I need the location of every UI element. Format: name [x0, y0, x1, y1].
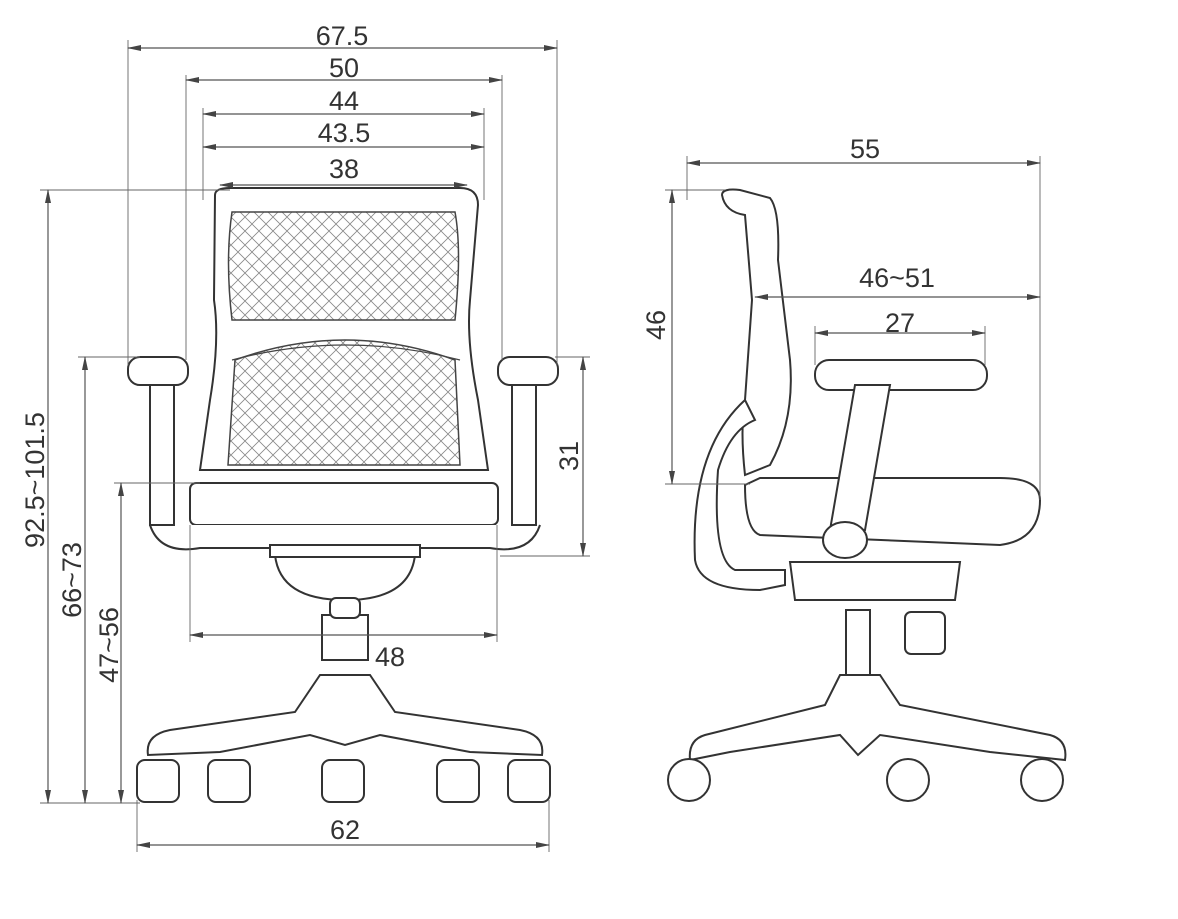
side-gas-lift: [845, 609, 871, 681]
dimension-lines: [40, 40, 1041, 852]
side-tilt-knob: [904, 611, 946, 655]
label-seat-height: 47~56: [94, 607, 124, 683]
label-armrest-height: 66~73: [57, 542, 87, 618]
front-backrest-mesh: [227, 211, 460, 321]
side-seat: [743, 477, 1042, 547]
front-left-armrest-post: [149, 384, 175, 526]
label-base-diameter: 62: [330, 815, 360, 845]
front-view-chair: [127, 187, 559, 803]
label-seat-width: 48: [375, 642, 405, 672]
side-base: [688, 674, 1067, 762]
label-armrest-to-seat: 31: [554, 441, 584, 471]
front-right-armrest-pad: [497, 356, 559, 386]
side-armrest-pad: [814, 359, 988, 391]
front-gas-lift: [321, 614, 369, 661]
front-left-armrest-pad: [127, 356, 189, 386]
side-mechanism: [788, 561, 962, 601]
label-backrest-height: 46: [641, 310, 671, 340]
side-view-chair: [667, 188, 1067, 802]
front-right-armrest-post: [511, 384, 537, 526]
label-backrest-inner-width: 43.5: [318, 118, 371, 148]
label-armrest-width: 50: [329, 53, 359, 83]
label-overall-width: 67.5: [316, 21, 369, 51]
label-armrest-length: 27: [885, 308, 915, 338]
front-mechanism: [273, 554, 417, 602]
label-overall-height: 92.5~101.5: [20, 412, 50, 548]
dimension-labels: 67.5 50 44 43.5 38 92.5~101.5 66~73 47~5…: [20, 21, 935, 845]
label-backrest-width: 44: [329, 86, 359, 116]
front-base: [146, 674, 544, 757]
label-seat-depth: 46~51: [859, 263, 935, 293]
label-overall-depth: 55: [850, 134, 880, 164]
label-mesh-width: 38: [329, 154, 359, 184]
front-seat: [189, 482, 499, 526]
front-lumbar-mesh: [227, 339, 461, 466]
side-casters: [667, 758, 1064, 802]
side-frame: [693, 398, 786, 592]
front-casters: [136, 759, 551, 803]
side-armrest-post: [828, 384, 892, 531]
side-backrest: [720, 188, 792, 477]
